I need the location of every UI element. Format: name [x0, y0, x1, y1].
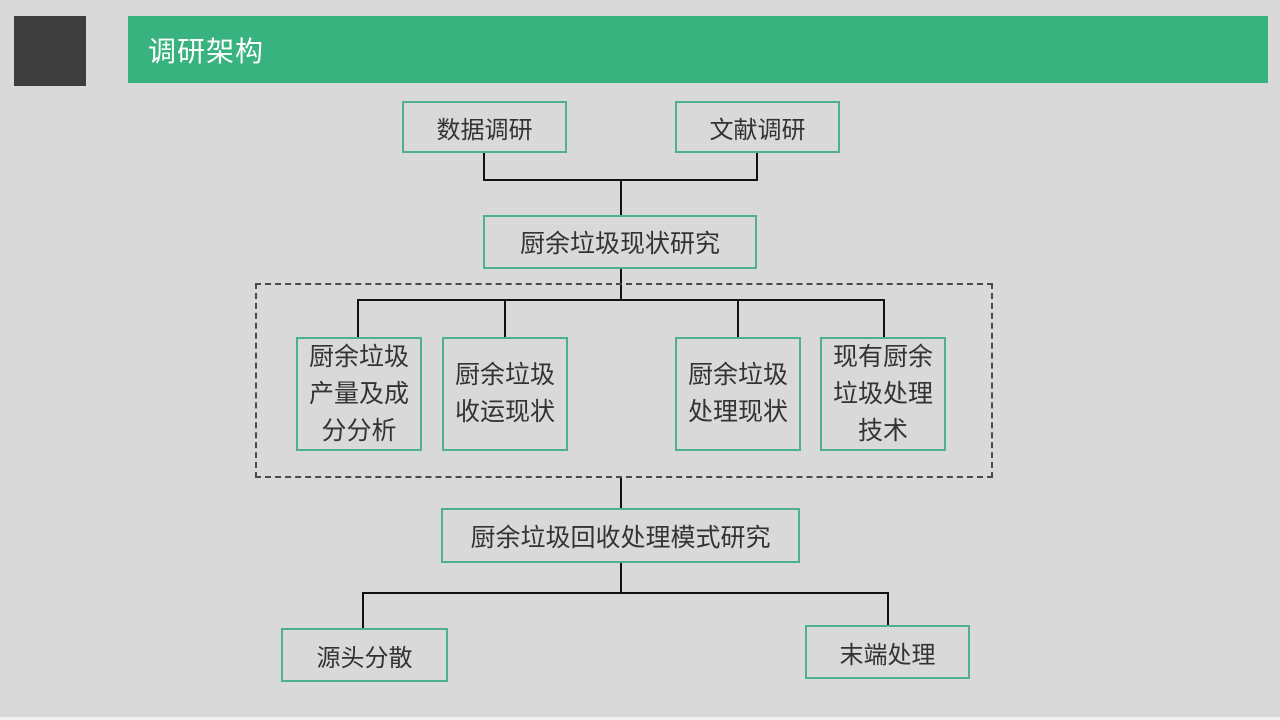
connector-group-stem — [620, 285, 622, 301]
connector-sub3-drop — [737, 299, 739, 337]
node-data-research: 数据调研 — [402, 101, 567, 153]
connector-sub1-drop — [357, 299, 359, 337]
connector-end-drop — [887, 592, 889, 625]
node-label: 源头分散 — [316, 644, 413, 672]
connector-sub2-drop — [504, 299, 506, 337]
node-production-composition-analysis: 厨余垃圾 产量及成 分分析 — [296, 337, 422, 451]
node-label: 厨余垃圾现状研究 — [519, 230, 720, 258]
node-label: 厨余垃圾回收处理模式研究 — [470, 523, 771, 552]
node-literature-research: 文献调研 — [675, 101, 840, 153]
node-label: 厨余垃圾 产量及成 分分析 — [308, 342, 409, 445]
node-source-dispersal: 源头分散 — [281, 628, 448, 682]
decorative-dark-square — [14, 16, 86, 86]
connector-to-status-box — [620, 179, 622, 215]
connector-source-drop — [362, 592, 364, 628]
connector-group-horizontal — [357, 299, 885, 301]
node-kitchen-waste-status-research: 厨余垃圾现状研究 — [483, 215, 757, 269]
connector-group-to-model — [620, 478, 622, 508]
connector-data-research-drop — [483, 153, 485, 181]
node-label: 文献调研 — [709, 116, 806, 144]
connector-literature-research-drop — [756, 153, 758, 181]
node-label: 末端处理 — [839, 641, 936, 669]
node-end-treatment: 末端处理 — [805, 625, 970, 679]
connector-bottom-horizontal — [362, 592, 889, 594]
slide-title-bar: 调研架构 — [128, 16, 1268, 83]
node-label: 厨余垃圾 收运现状 — [454, 361, 555, 426]
node-label: 数据调研 — [436, 116, 533, 144]
sub-topics-group-outline — [255, 283, 993, 478]
node-existing-treatment-technology: 现有厨余 垃圾处理 技术 — [820, 337, 946, 451]
connector-status-to-group — [620, 269, 622, 283]
bottom-edge-strip — [0, 717, 1280, 720]
node-label: 厨余垃圾 处理现状 — [687, 361, 788, 426]
node-label: 现有厨余 垃圾处理 技术 — [832, 342, 933, 445]
connector-sub4-drop — [883, 299, 885, 337]
connector-model-drop — [620, 563, 622, 594]
node-treatment-status: 厨余垃圾 处理现状 — [675, 337, 801, 451]
node-recycling-treatment-model-research: 厨余垃圾回收处理模式研究 — [441, 508, 800, 563]
page-title: 调研架构 — [148, 35, 265, 67]
node-collection-transport-status: 厨余垃圾 收运现状 — [442, 337, 568, 451]
